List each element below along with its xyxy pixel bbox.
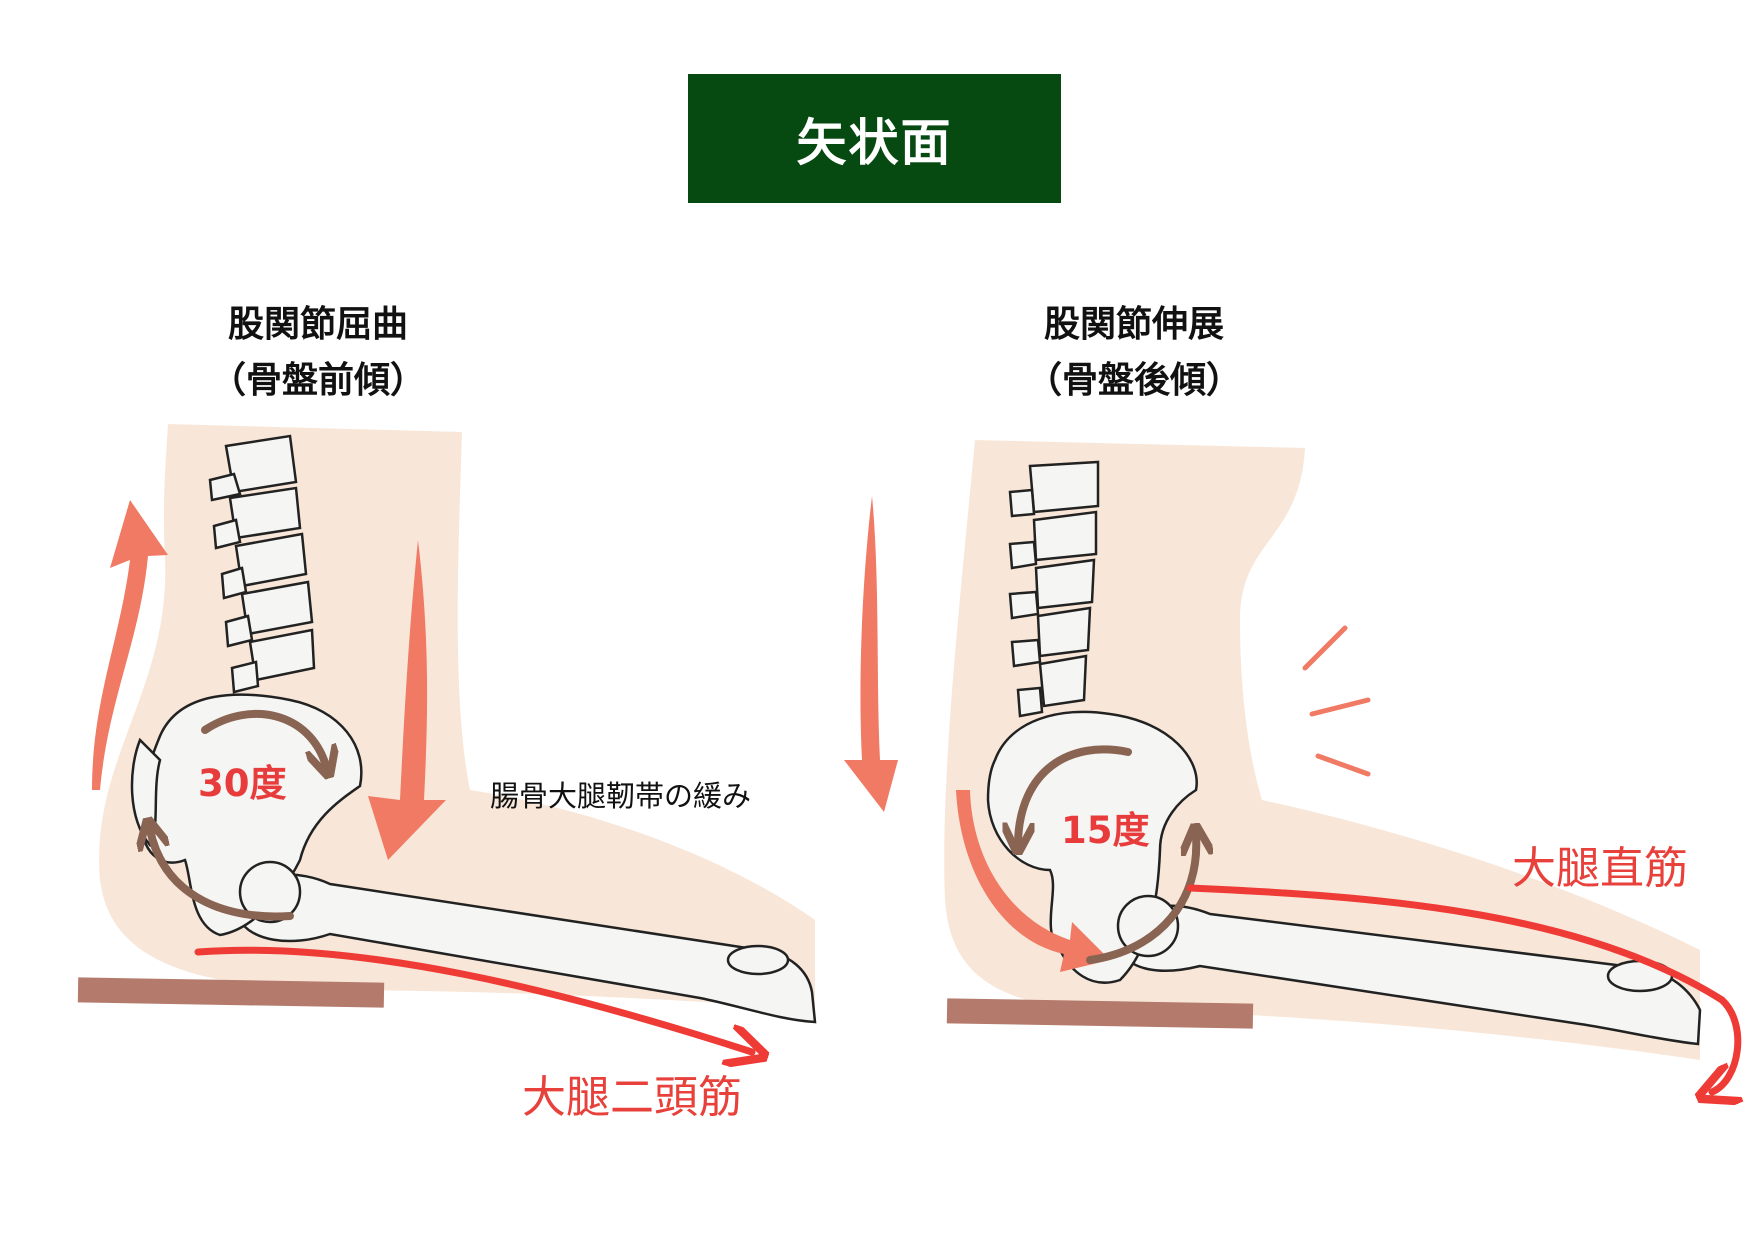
right-panel-heading: 股関節伸展 （骨盤後傾） [954,297,1314,409]
right-hip-joint [1116,894,1180,958]
right-rectus-line [1186,884,1738,1092]
left-hip-joint [238,860,302,924]
right-seat [946,998,1254,1029]
right-panel-figure [844,440,1738,1092]
right-angle-label: 15度 [1061,809,1150,852]
left-panel-heading: 股関節屈曲 （骨盤前傾） [138,297,498,409]
left-angle-label: 30度 [198,762,287,805]
right-tension-marks [1302,625,1371,777]
title-text: 矢状面 [796,113,953,172]
left-heading-line1: 股関節屈曲 [227,304,408,345]
right-curve-arrow [956,790,1110,972]
right-spine [1008,460,1100,718]
left-panel-figure [77,424,817,1052]
right-heading-line1: 股関節伸展 [1043,304,1224,345]
biceps-femoris-label: 大腿二頭筋 [522,1072,742,1123]
right-rotation-arrow-bottom [1086,836,1196,964]
left-rotation-arrow-bottom [150,830,294,921]
left-up-arrow [92,500,168,790]
left-spine [208,434,316,694]
title-banner: 矢状面 [688,74,1061,203]
ligament-label: 腸骨大腿靭帯の緩み [490,779,752,813]
left-femur [238,873,817,1024]
left-down-arrow [368,540,446,860]
left-femur-condyle [726,944,790,976]
left-rotation-arrow-top [201,709,326,766]
right-down-arrow [844,496,898,812]
left-heading-line2: （骨盤前傾） [209,360,426,401]
right-rotation-arrow-top [1018,745,1132,842]
rectus-femoris-label: 大腿直筋 [1512,843,1688,894]
left-hamstring-line [194,946,752,1052]
left-seat [77,977,385,1008]
right-heading-line2: （骨盤後傾） [1025,360,1242,401]
